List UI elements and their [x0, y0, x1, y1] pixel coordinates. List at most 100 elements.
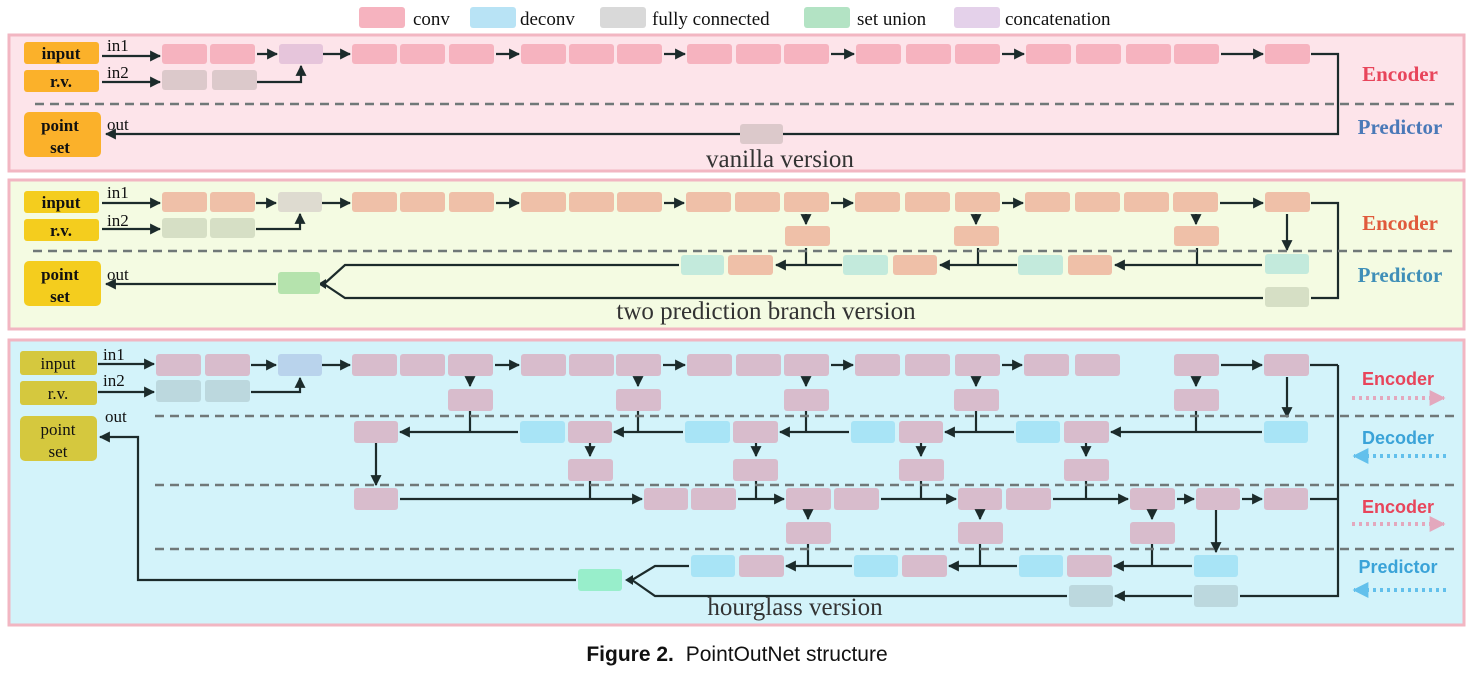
deconv-block: [854, 555, 898, 577]
conv-block: [855, 192, 900, 212]
conv-block: [899, 421, 943, 443]
conv-block: [1174, 389, 1219, 411]
conv-block: [1068, 255, 1112, 275]
point-set-box: [20, 416, 97, 461]
conv-block: [1264, 354, 1309, 376]
in1-label: in1: [107, 36, 129, 55]
conv-block: [156, 354, 201, 376]
input-box: [24, 42, 99, 64]
conv-block: [906, 44, 951, 64]
deconv-block: [1264, 421, 1308, 443]
legend-label-set-union: set union: [857, 9, 927, 30]
rv-label: r.v.: [50, 72, 72, 91]
fc-block: [1069, 585, 1113, 607]
conv-block: [448, 354, 493, 376]
conv-block: [739, 555, 784, 577]
fc-block: [162, 218, 207, 238]
deconv-block: [520, 421, 565, 443]
out-label: out: [105, 407, 127, 426]
legend-swatch-fully-connected: [600, 7, 646, 28]
arrow-to-concat: [251, 376, 306, 394]
conv-block: [449, 44, 494, 64]
stage-label-decoder: Decoder: [1362, 428, 1434, 448]
conv-block: [856, 44, 901, 64]
rv-box: [24, 70, 99, 92]
arrow-branch-a: [323, 263, 679, 285]
conv-block: [354, 488, 398, 510]
conv-block: [687, 354, 732, 376]
input-label: input: [41, 354, 76, 373]
conv-block: [855, 354, 900, 376]
conv-block: [1265, 192, 1310, 212]
deconv-block: [843, 255, 888, 275]
union-marker: [625, 575, 633, 585]
conv-block: [1264, 488, 1308, 510]
stage-label-encoder: Encoder: [1362, 62, 1438, 86]
legend-label-fully-connected: fully connected: [652, 9, 770, 30]
conv-block: [691, 488, 736, 510]
conv-block: [955, 192, 1000, 212]
conv-block: [899, 459, 944, 481]
conv-block: [449, 192, 494, 212]
deconv-block: [1265, 254, 1309, 274]
conv-block: [1064, 421, 1109, 443]
deconv-block: [691, 555, 735, 577]
stage-label-encoder-2: Encoder: [1362, 497, 1434, 517]
arrow-to-concat: [257, 64, 307, 84]
network-blocks: [33, 44, 1460, 607]
concat-block: [278, 192, 322, 212]
legend-swatch-concatenation: [954, 7, 1000, 28]
conv-block: [521, 192, 566, 212]
panel-vanilla-labels: input r.v. point set in1 in2 out Encoder…: [24, 36, 1442, 173]
conv-block: [616, 389, 661, 411]
conv-block: [786, 488, 831, 510]
conv-block: [784, 44, 829, 64]
conv-block: [955, 354, 1000, 376]
conv-block: [448, 389, 493, 411]
legend-label-concatenation: concatenation: [1005, 9, 1111, 30]
figure-caption-text: PointOutNet structure: [686, 643, 888, 666]
deconv-block: [1194, 555, 1238, 577]
conv-block: [1196, 488, 1240, 510]
conv-block: [955, 44, 1000, 64]
input-label: input: [42, 193, 81, 212]
conv-block: [1006, 488, 1051, 510]
conv-block: [954, 226, 999, 246]
legend-swatch-deconv: [470, 7, 516, 28]
conv-block: [1130, 488, 1175, 510]
conv-block: [1064, 459, 1109, 481]
deconv-block: [681, 255, 724, 275]
conv-block: [902, 555, 947, 577]
conv-block: [1173, 192, 1218, 212]
panel-caption-two-branch: two prediction branch version: [616, 298, 916, 325]
conv-block: [352, 354, 397, 376]
conv-block: [686, 192, 731, 212]
conv-block: [644, 488, 688, 510]
conv-block: [1076, 44, 1121, 64]
legend-label-deconv: deconv: [520, 9, 575, 30]
deconv-block: [1019, 555, 1063, 577]
conv-block: [521, 44, 566, 64]
conv-block: [569, 44, 614, 64]
conv-block: [1024, 354, 1069, 376]
point-set-label-line2: set: [50, 287, 70, 306]
in1-label: in1: [107, 183, 129, 202]
in2-label: in2: [103, 371, 125, 390]
conv-block: [352, 192, 397, 212]
arrow-branch-b: [323, 283, 1263, 300]
point-set-label-line1: point: [41, 265, 79, 284]
conv-block: [786, 522, 831, 544]
rv-box: [24, 219, 99, 241]
in2-label: in2: [107, 211, 129, 230]
conv-block: [210, 192, 255, 212]
conv-block: [162, 192, 207, 212]
conv-block: [1075, 354, 1120, 376]
fc-block: [210, 218, 255, 238]
arrow-output: [98, 431, 576, 582]
union-marker: [318, 279, 326, 289]
conv-block: [687, 44, 732, 64]
rv-label: r.v.: [48, 384, 69, 403]
point-set-label-line2: set: [50, 138, 70, 157]
stage-label-predictor: Predictor: [1358, 115, 1443, 139]
